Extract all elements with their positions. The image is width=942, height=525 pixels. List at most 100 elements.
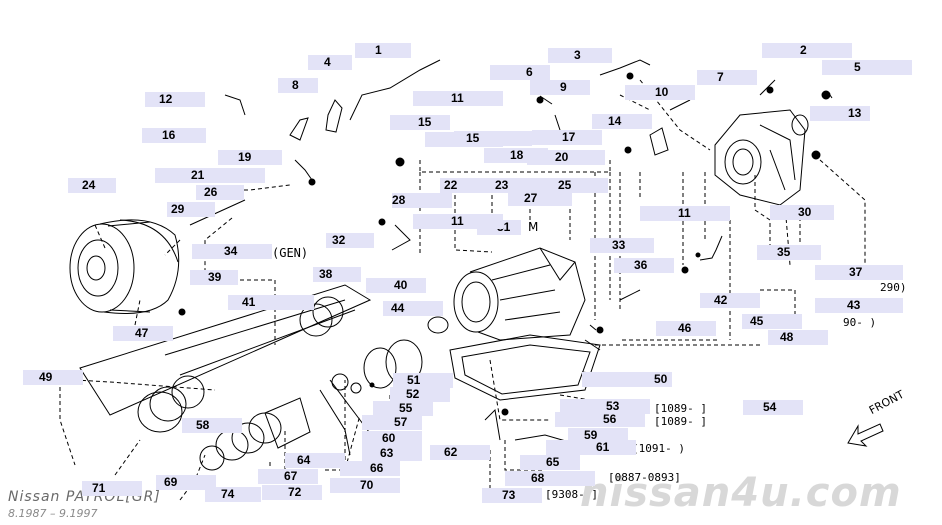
- callout-70[interactable]: 70: [330, 478, 400, 493]
- callout-10[interactable]: 10: [625, 85, 695, 100]
- callout-72[interactable]: 72: [262, 485, 322, 500]
- callout-number: 32: [332, 233, 346, 247]
- callout-45[interactable]: 45: [742, 314, 802, 329]
- callout-44[interactable]: 44: [383, 301, 443, 316]
- callout-number: 47: [135, 326, 149, 340]
- callout-54[interactable]: 54: [743, 400, 803, 415]
- callout-14[interactable]: 14: [592, 114, 652, 129]
- callout-49[interactable]: 49: [23, 370, 83, 385]
- callout-3[interactable]: 3: [548, 48, 612, 63]
- front-arrow-icon: [847, 423, 884, 447]
- callout-20[interactable]: 20: [527, 150, 605, 165]
- callout-number: 27: [524, 191, 538, 205]
- callout-52[interactable]: 52: [390, 387, 450, 402]
- callout-56[interactable]: 56: [555, 412, 645, 427]
- callout-63[interactable]: 63: [362, 446, 422, 461]
- callout-73[interactable]: 73: [482, 488, 542, 503]
- callout-11-alt-1[interactable]: 11: [413, 214, 503, 229]
- diagram-subtitle: 8.1987 – 9.1997: [8, 507, 98, 520]
- callout-24[interactable]: 24: [68, 178, 116, 193]
- date-note-73: [9308- ]: [545, 488, 598, 501]
- callout-number: 64: [297, 453, 311, 467]
- callout-15-alt-4[interactable]: 15: [454, 131, 532, 146]
- callout-25[interactable]: 25: [548, 178, 608, 193]
- callout-32[interactable]: 32: [326, 233, 374, 248]
- callout-4[interactable]: 4: [308, 55, 352, 70]
- callout-13[interactable]: 13: [810, 106, 870, 121]
- callout-number: 51: [407, 373, 421, 387]
- callout-number: 1: [375, 43, 382, 57]
- callout-1[interactable]: 1: [355, 43, 411, 58]
- bolts: [178, 72, 831, 416]
- callout-40[interactable]: 40: [366, 278, 426, 293]
- callout-43[interactable]: 43: [815, 298, 903, 313]
- callout-23[interactable]: 23: [481, 178, 553, 193]
- callout-37[interactable]: 37: [815, 265, 903, 280]
- callout-74[interactable]: 74: [205, 487, 261, 502]
- callout-11-alt-2[interactable]: 11: [640, 206, 730, 221]
- callout-2[interactable]: 2: [762, 43, 852, 58]
- callout-39[interactable]: 39: [190, 270, 238, 285]
- callout-51[interactable]: 51: [393, 373, 453, 388]
- callout-26[interactable]: 26: [196, 185, 244, 200]
- callout-64[interactable]: 64: [285, 453, 345, 468]
- callout-30[interactable]: 30: [770, 205, 834, 220]
- callout-28[interactable]: 28: [392, 193, 452, 208]
- callout-number: 11: [451, 214, 464, 228]
- callout-55[interactable]: 55: [373, 401, 433, 416]
- callout-number: 6: [526, 65, 533, 79]
- callout-8[interactable]: 8: [278, 78, 318, 93]
- callout-19[interactable]: 19: [218, 150, 282, 165]
- callout-12[interactable]: 12: [145, 92, 205, 107]
- callout-34[interactable]: 34: [192, 244, 272, 259]
- callout-number: 67: [284, 469, 298, 483]
- callout-number: 69: [164, 475, 178, 489]
- callout-7[interactable]: 7: [697, 70, 757, 85]
- callout-9[interactable]: 9: [530, 80, 590, 95]
- callout-38[interactable]: 38: [313, 267, 361, 282]
- callout-59[interactable]: 59: [568, 428, 628, 443]
- callout-15[interactable]: 15: [390, 115, 450, 130]
- callout-16[interactable]: 16: [142, 128, 206, 143]
- callout-67[interactable]: 67: [258, 469, 318, 484]
- callout-11[interactable]: 11: [413, 91, 503, 106]
- callout-27[interactable]: 27: [508, 191, 572, 206]
- callout-53[interactable]: 53: [560, 399, 650, 414]
- callout-57[interactable]: 57: [362, 415, 422, 430]
- callout-41[interactable]: 41: [228, 295, 314, 310]
- callout-number: 11: [451, 91, 464, 105]
- callout-number: 25: [558, 178, 572, 192]
- callout-46[interactable]: 46: [656, 321, 716, 336]
- callout-29[interactable]: 29: [167, 202, 215, 217]
- callout-65[interactable]: 65: [520, 455, 580, 470]
- callout-22[interactable]: 22: [440, 178, 484, 193]
- callout-69[interactable]: 69: [156, 475, 216, 490]
- callout-21[interactable]: 21: [155, 168, 265, 183]
- callout-number: 62: [444, 445, 458, 459]
- callout-6[interactable]: 6: [490, 65, 550, 80]
- callout-58[interactable]: 58: [182, 418, 242, 433]
- callout-42[interactable]: 42: [700, 293, 760, 308]
- date-note-43: 90- ): [843, 316, 877, 329]
- callout-47[interactable]: 47: [113, 326, 173, 341]
- date-note-53: [1089- ]: [654, 402, 707, 415]
- callout-62[interactable]: 62: [430, 445, 490, 460]
- callout-17[interactable]: 17: [532, 130, 602, 145]
- callout-66[interactable]: 66: [340, 461, 400, 476]
- callout-50[interactable]: 50: [582, 372, 672, 387]
- callout-5[interactable]: 5: [822, 60, 912, 75]
- callout-number: 68: [531, 471, 545, 485]
- callout-68[interactable]: 68: [505, 471, 595, 486]
- callout-35[interactable]: 35: [757, 245, 821, 260]
- callout-number: 38: [319, 267, 333, 281]
- callout-36[interactable]: 36: [614, 258, 674, 273]
- callout-33[interactable]: 33: [590, 238, 654, 253]
- callout-number: 7: [717, 70, 724, 84]
- callout-48[interactable]: 48: [768, 330, 828, 345]
- callout-number: 17: [562, 130, 576, 144]
- callout-71[interactable]: 71: [82, 481, 142, 496]
- callout-60[interactable]: 60: [362, 431, 422, 446]
- callout-61[interactable]: 61: [546, 440, 636, 455]
- gen-note: (GEN): [272, 246, 309, 260]
- callout-number: 43: [847, 298, 861, 312]
